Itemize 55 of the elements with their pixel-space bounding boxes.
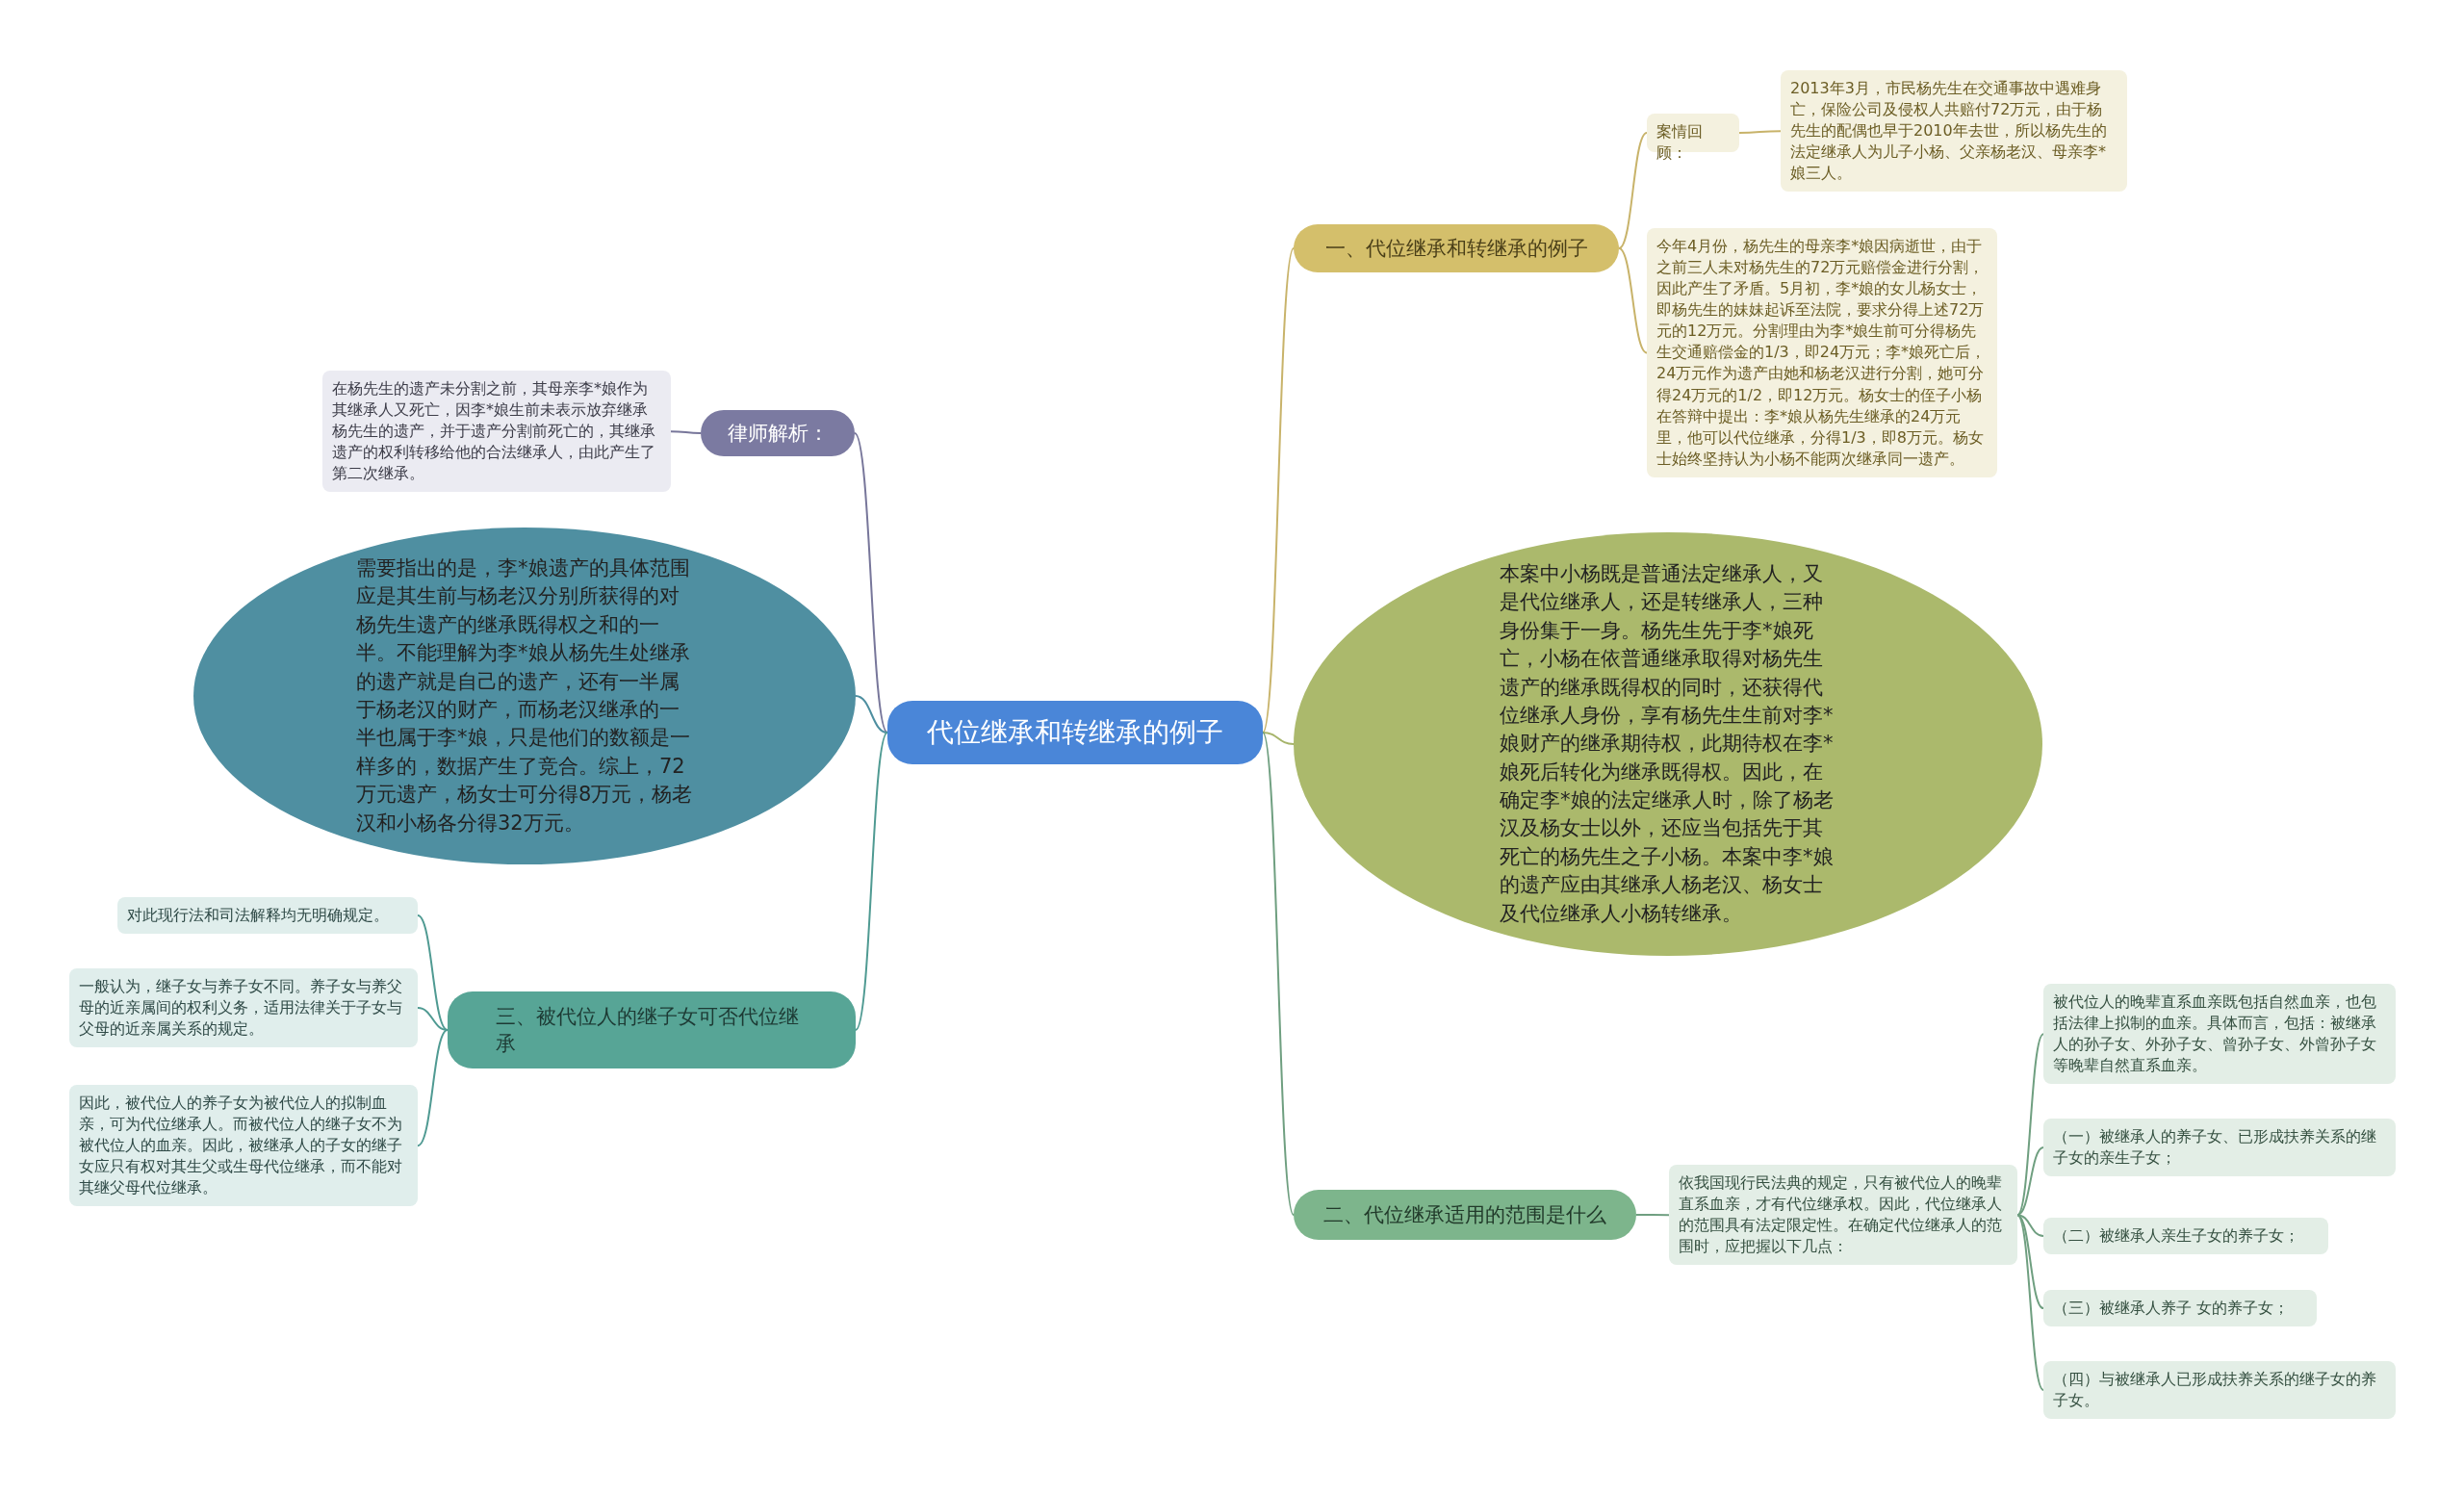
node-text: 一般认为，继子女与养子女不同。养子女与养父母的近亲属间的权利义务，适用法律关于子女与父母的近亲属关系的规定。 [79,976,403,1041]
note-box [2043,1119,2396,1177]
connector [2016,1033,2044,1217]
node-text: （一）被继承人的养子女、已形成扶养关系的继子女的亲生子女； [2053,1126,2377,1170]
note-box [322,371,671,493]
node-text: （三）被继承人养子 女的养子女； [2053,1298,2291,1319]
note-box [2043,1290,2317,1327]
connector [670,430,702,434]
node-text: 一、代位继承和转继承的例子 [1324,236,1588,262]
connector [1262,247,1295,734]
node-text: 今年4月份，杨先生的母亲李*娘因病逝世，由于之前三人未对杨先生的72万元赔偿金进行分割，因此产生了矛盾。5月初，李*娘的女儿杨女士，即杨先生的妹妹起诉至法院，要求分得上述72万元的12万元。分割理由为李*娘生前可分得杨先生交通赔偿金的1/3，即24万元；李*娘死亡后，24万元作为遗产由她和杨老汉进行分割，她可分得24万元的1/2，即12万元。杨女士的侄子小杨在答辩中提出：李*娘从杨先生继承的24万元里，他可以代位继承，分得1/3，即8万元。杨女士始终坚持认为小杨不能两次继承同一遗产。 [1656,236,1988,470]
note-box [69,1085,418,1207]
connector [2016,1214,2044,1392]
note-box [69,968,418,1048]
note-box [2043,984,2396,1085]
central-topic [887,701,1263,764]
connector [1262,732,1295,1216]
connector [1618,132,1648,249]
node-text: 本案中小杨既是普通法定继承人，又是代位继承人，还是转继承人，三种身份集于一身。杨先生先于李*娘死亡，小杨在依普通继承取得对杨先生遗产的继承既得权的同时，还获得代位继承人身份，享有杨先生生前对李*娘财产的继承期待权，此期待权在李*娘死后转化为继承既得权。因此，在确定李*娘的法定继承人时，除了杨老汉及杨女士以外，还应当包括先于其死亡的杨先生之子小杨。本案中李*娘的遗产应由其继承人杨老汉、杨女士及代位继承人小杨转继承。 [1500,560,1835,927]
connector [2016,1214,2044,1238]
connector [417,1007,449,1031]
connector [2016,1146,2044,1217]
node-text: 代位继承和转继承的例子 [927,715,1223,750]
node-text: 被代位人的晚辈直系血亲既包括自然血亲，也包括法律上拟制的血亲。具体而言，包括：被继承人的孙子女、外孙子女、曾孙子女、外曾孙子女等晚辈自然直系血亲。 [2053,991,2377,1077]
branch-topic [701,410,855,456]
node-text: （四）与被继承人已形成扶养关系的继子女的养子女。 [2053,1369,2377,1412]
node-text: 对此现行法和司法解释均无明确规定。 [127,905,390,926]
node-text: 案情回顾： [1656,121,1704,165]
node-text: 因此，被代位人的养子女为被代位人的拟制血亲，可为代位继承人。而被代位人的继子女不为被代位人的血亲。因此，被继承人的子女的继子女应只有权对其生父或生母代位继承，而不能对其继父母代位继承。 [79,1093,403,1199]
node-text: 三、被代位人的继子女可否代位继承 [496,1004,800,1057]
connector [1262,732,1295,745]
branch-topic [1294,1190,1636,1240]
note-box [1669,1165,2017,1266]
connector [417,914,449,1031]
node-text: 在杨先生的遗产未分割之前，其母亲李*娘作为其继承人又死亡，因李*娘生前未表示放弃继承杨先生的遗产，并于遗产分割前死亡的，其继承遗产的权利转移给他的合法继承人，由此产生了第二次继承。 [332,378,656,485]
branch-topic [1294,224,1619,272]
branch-topic [448,991,856,1068]
node-text: 依我国现行民法典的规定，只有被代位人的晚辈直系血亲，才有代位继承权。因此，代位继承人的范围具有法定限定性。在确定代位继承人的范围时，应把握以下几点： [1679,1172,2003,1258]
connector [1738,130,1782,134]
node-text: 2013年3月，市民杨先生在交通事故中遇难身亡，保险公司及侵权人共赔付72万元，由于杨先生的配偶也早于2010年去世，所以杨先生的法定继承人为儿子小杨、父亲杨老汉、母亲李*娘三人。 [1790,78,2108,185]
node-text: 二、代位继承适用的范围是什么 [1323,1202,1606,1228]
connector [1618,247,1648,354]
note-box [2043,1361,2396,1420]
connector [417,1029,449,1147]
note-box [2043,1218,2328,1255]
node-text: 需要指出的是，李*娘遗产的具体范围应是其生前与杨老汉分别所获得的对杨先生遗产的继承既得权之和的一半。不能理解为李*娘从杨先生处继承的遗产就是自己的遗产，还有一半属于杨老汉的财产，而杨老汉继承的一半也属于李*娘，只是他们的数额是一样多的，数据产生了竞合。综上，72万元遗产，杨女士可分得8万元，杨老汉和小杨各分得32万元。 [356,555,693,837]
node-text: 律师解析： [727,421,829,447]
connector [855,732,888,1031]
connector [2016,1214,2044,1310]
connector [855,695,888,734]
connector [1635,1214,1670,1217]
note-box [1781,70,2127,193]
note-box [117,897,418,935]
node-text: （二）被继承人亲生子女的养子女； [2053,1225,2300,1247]
connector [854,432,888,734]
